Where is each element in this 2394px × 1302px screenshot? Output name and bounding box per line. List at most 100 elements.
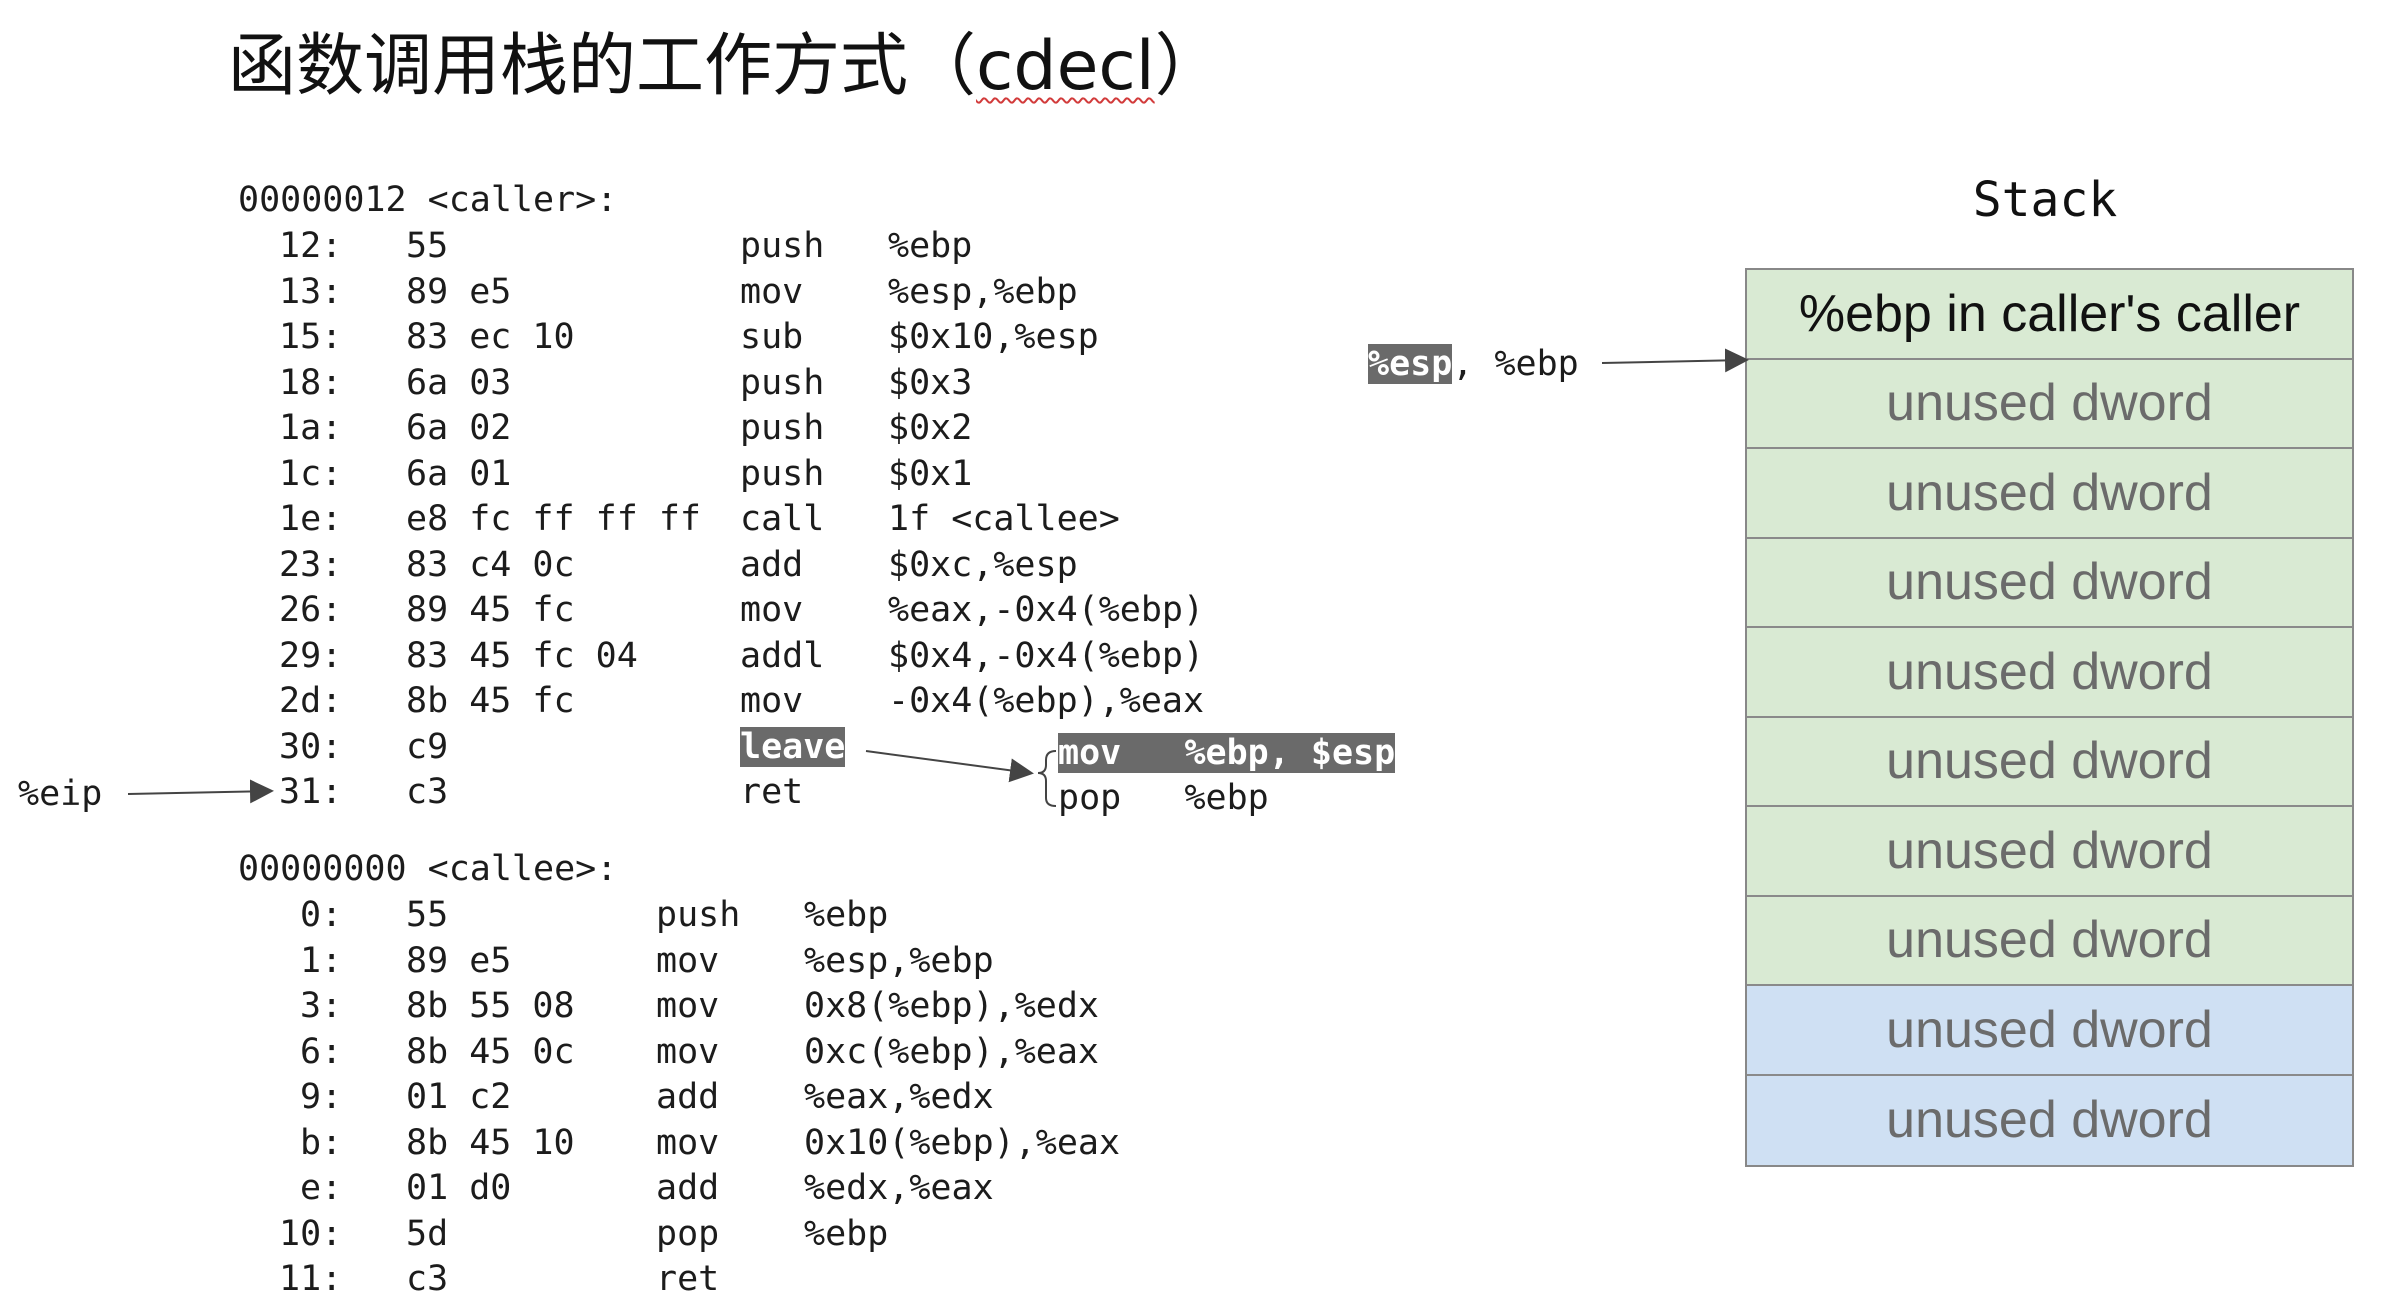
callee-line-addr: 1: [300, 940, 343, 981]
callee-header: 00000000 <callee>: [238, 849, 618, 889]
callee-line-addr: 0: [300, 895, 343, 935]
callee-line-args: %eax,%edx [804, 1077, 994, 1117]
title-prefix: 函数调用栈的工作方式（ [228, 27, 977, 106]
caller-line-op: mov [740, 271, 804, 312]
leave-expansion-op1: mov [1058, 733, 1122, 773]
caller-line-bytes: 55 [406, 226, 449, 266]
callee-line-args: %esp,%ebp [804, 940, 994, 981]
leave-expansion-args2: %ebp [1184, 778, 1269, 818]
caller-line-op: mov [740, 590, 804, 630]
title-cdecl: cdecl [976, 27, 1155, 106]
stack-cell-unused: unused dword [1747, 449, 2352, 539]
callee-line-bytes: 8b 45 0c [406, 1031, 575, 1072]
caller-line-args: 1f <callee> [888, 499, 1120, 539]
callee-line-bytes: 8b 45 10 [406, 1122, 575, 1163]
callee-line-args: %ebp [804, 1213, 889, 1254]
callee-line-bytes: c3 [406, 1259, 449, 1299]
caller-line-bytes: 6a 02 [406, 408, 512, 448]
caller-line-addr: 1e: [279, 499, 343, 539]
caller-line-args: $0x1 [888, 453, 973, 494]
callee-line-op: ret [656, 1259, 720, 1299]
callee-line-addr: 11: [279, 1259, 343, 1299]
leave-highlight: leave [740, 726, 846, 767]
caller-line-bytes: e8 fc ff ff ff [406, 499, 702, 539]
caller-line-addr: 26: [279, 590, 343, 630]
caller-line-bytes: 83 c4 0c [406, 544, 575, 585]
page-title: 函数调用栈的工作方式（cdecl） [228, 22, 1223, 112]
callee-line-addr: b: [300, 1122, 343, 1163]
leave-expansion-line2: pop %ebp [1058, 776, 1269, 821]
stack-cell-unused: unused dword [1747, 807, 2352, 897]
callee-line-bytes: 8b 55 08 [406, 986, 575, 1026]
caller-line-addr: 2d: [279, 681, 343, 721]
stack-cell-unused: unused dword [1747, 359, 2352, 449]
stack-cell-unused: unused dword [1747, 896, 2352, 986]
caller-line-bytes: 6a 01 [406, 453, 512, 494]
caller-line-op: ret [740, 772, 804, 812]
caller-line-addr: 29: [279, 635, 343, 676]
callee-line-args: 0x10(%ebp),%eax [804, 1122, 1121, 1163]
caller-line-addr: 23: [279, 544, 343, 585]
caller-line-bytes: c9 [406, 726, 449, 767]
caller-line-bytes: c3 [406, 772, 449, 812]
esp-label: %esp [1368, 344, 1453, 384]
eip-arrow [127, 779, 274, 804]
caller-line-op: push [740, 362, 825, 403]
stack-cell-unused: unused dword [1747, 986, 2352, 1076]
caller-line-args: $0xc,%esp [888, 544, 1078, 585]
leave-expansion-line1: mov %ebp, $esp [1058, 731, 1396, 776]
caller-line-op: push [740, 453, 825, 494]
caller-line-addr: 12: [279, 226, 343, 266]
pointer-sep: , [1452, 344, 1495, 384]
caller-line-addr: 1c: [279, 453, 343, 494]
caller-line-bytes: 83 ec 10 [406, 317, 575, 357]
stack-cell-unused: unused dword [1747, 628, 2352, 718]
callee-line-addr: 6: [300, 1031, 343, 1072]
ebp-label: %ebp [1494, 344, 1579, 384]
caller-line-bytes: 8b 45 fc [406, 681, 575, 721]
caller-line-op: add [740, 544, 804, 585]
callee-line-addr: e: [300, 1168, 343, 1208]
caller-line-addr: 1a: [279, 408, 343, 448]
callee-line-op: mov [656, 986, 720, 1026]
title-suffix: ） [1154, 27, 1223, 106]
callee-line-bytes: 89 e5 [406, 940, 512, 981]
caller-line-bytes: 6a 03 [406, 362, 512, 403]
caller-line-op: sub [740, 317, 804, 357]
caller-line-op: call [740, 499, 825, 539]
pointer-label: %esp, %ebp [1368, 342, 1579, 387]
callee-line-bytes: 01 d0 [406, 1168, 512, 1208]
callee-line-op: mov [656, 1122, 720, 1163]
caller-line-args: %esp,%ebp [888, 271, 1078, 312]
caller-line-addr: 18: [279, 362, 343, 403]
caller-line-args: -0x4(%ebp),%eax [888, 681, 1205, 721]
caller-line-addr: 31: [279, 772, 343, 812]
caller-line-bytes: 89 e5 [406, 271, 512, 312]
callee-line-addr: 3: [300, 986, 343, 1026]
stack-cell-unused: unused dword [1747, 538, 2352, 628]
leave-expansion-mov-highlight: mov %ebp, $esp [1058, 733, 1396, 773]
callee-line-args: 0x8(%ebp),%edx [804, 986, 1100, 1026]
stack-cell-unused: unused dword [1747, 1075, 2352, 1165]
leave-brace [1037, 750, 1057, 807]
caller-line-addr: 30: [279, 726, 343, 767]
stack-cell-saved-ebp: %ebp in caller's caller [1747, 270, 2352, 360]
caller-line-args: $0x10,%esp [888, 317, 1099, 357]
eip-label: %eip [18, 774, 103, 814]
caller-line-op: push [740, 408, 825, 448]
caller-line-op: leave [740, 725, 846, 770]
callee-line-bytes: 55 [406, 895, 449, 935]
caller-line-args: $0x4,-0x4(%ebp) [888, 635, 1205, 676]
callee-line-args: %edx,%eax [804, 1168, 994, 1208]
callee-line-bytes: 5d [406, 1213, 449, 1254]
caller-line-args: %ebp [888, 226, 973, 266]
caller-line-args: $0x2 [888, 408, 973, 448]
caller-line-op: addl [740, 635, 825, 676]
leave-arrow [865, 750, 1034, 783]
callee-line-args: 0xc(%ebp),%eax [804, 1031, 1100, 1072]
callee-line-addr: 9: [300, 1077, 343, 1117]
caller-line-op: push [740, 226, 825, 266]
caller-line-bytes: 89 45 fc [406, 590, 575, 630]
